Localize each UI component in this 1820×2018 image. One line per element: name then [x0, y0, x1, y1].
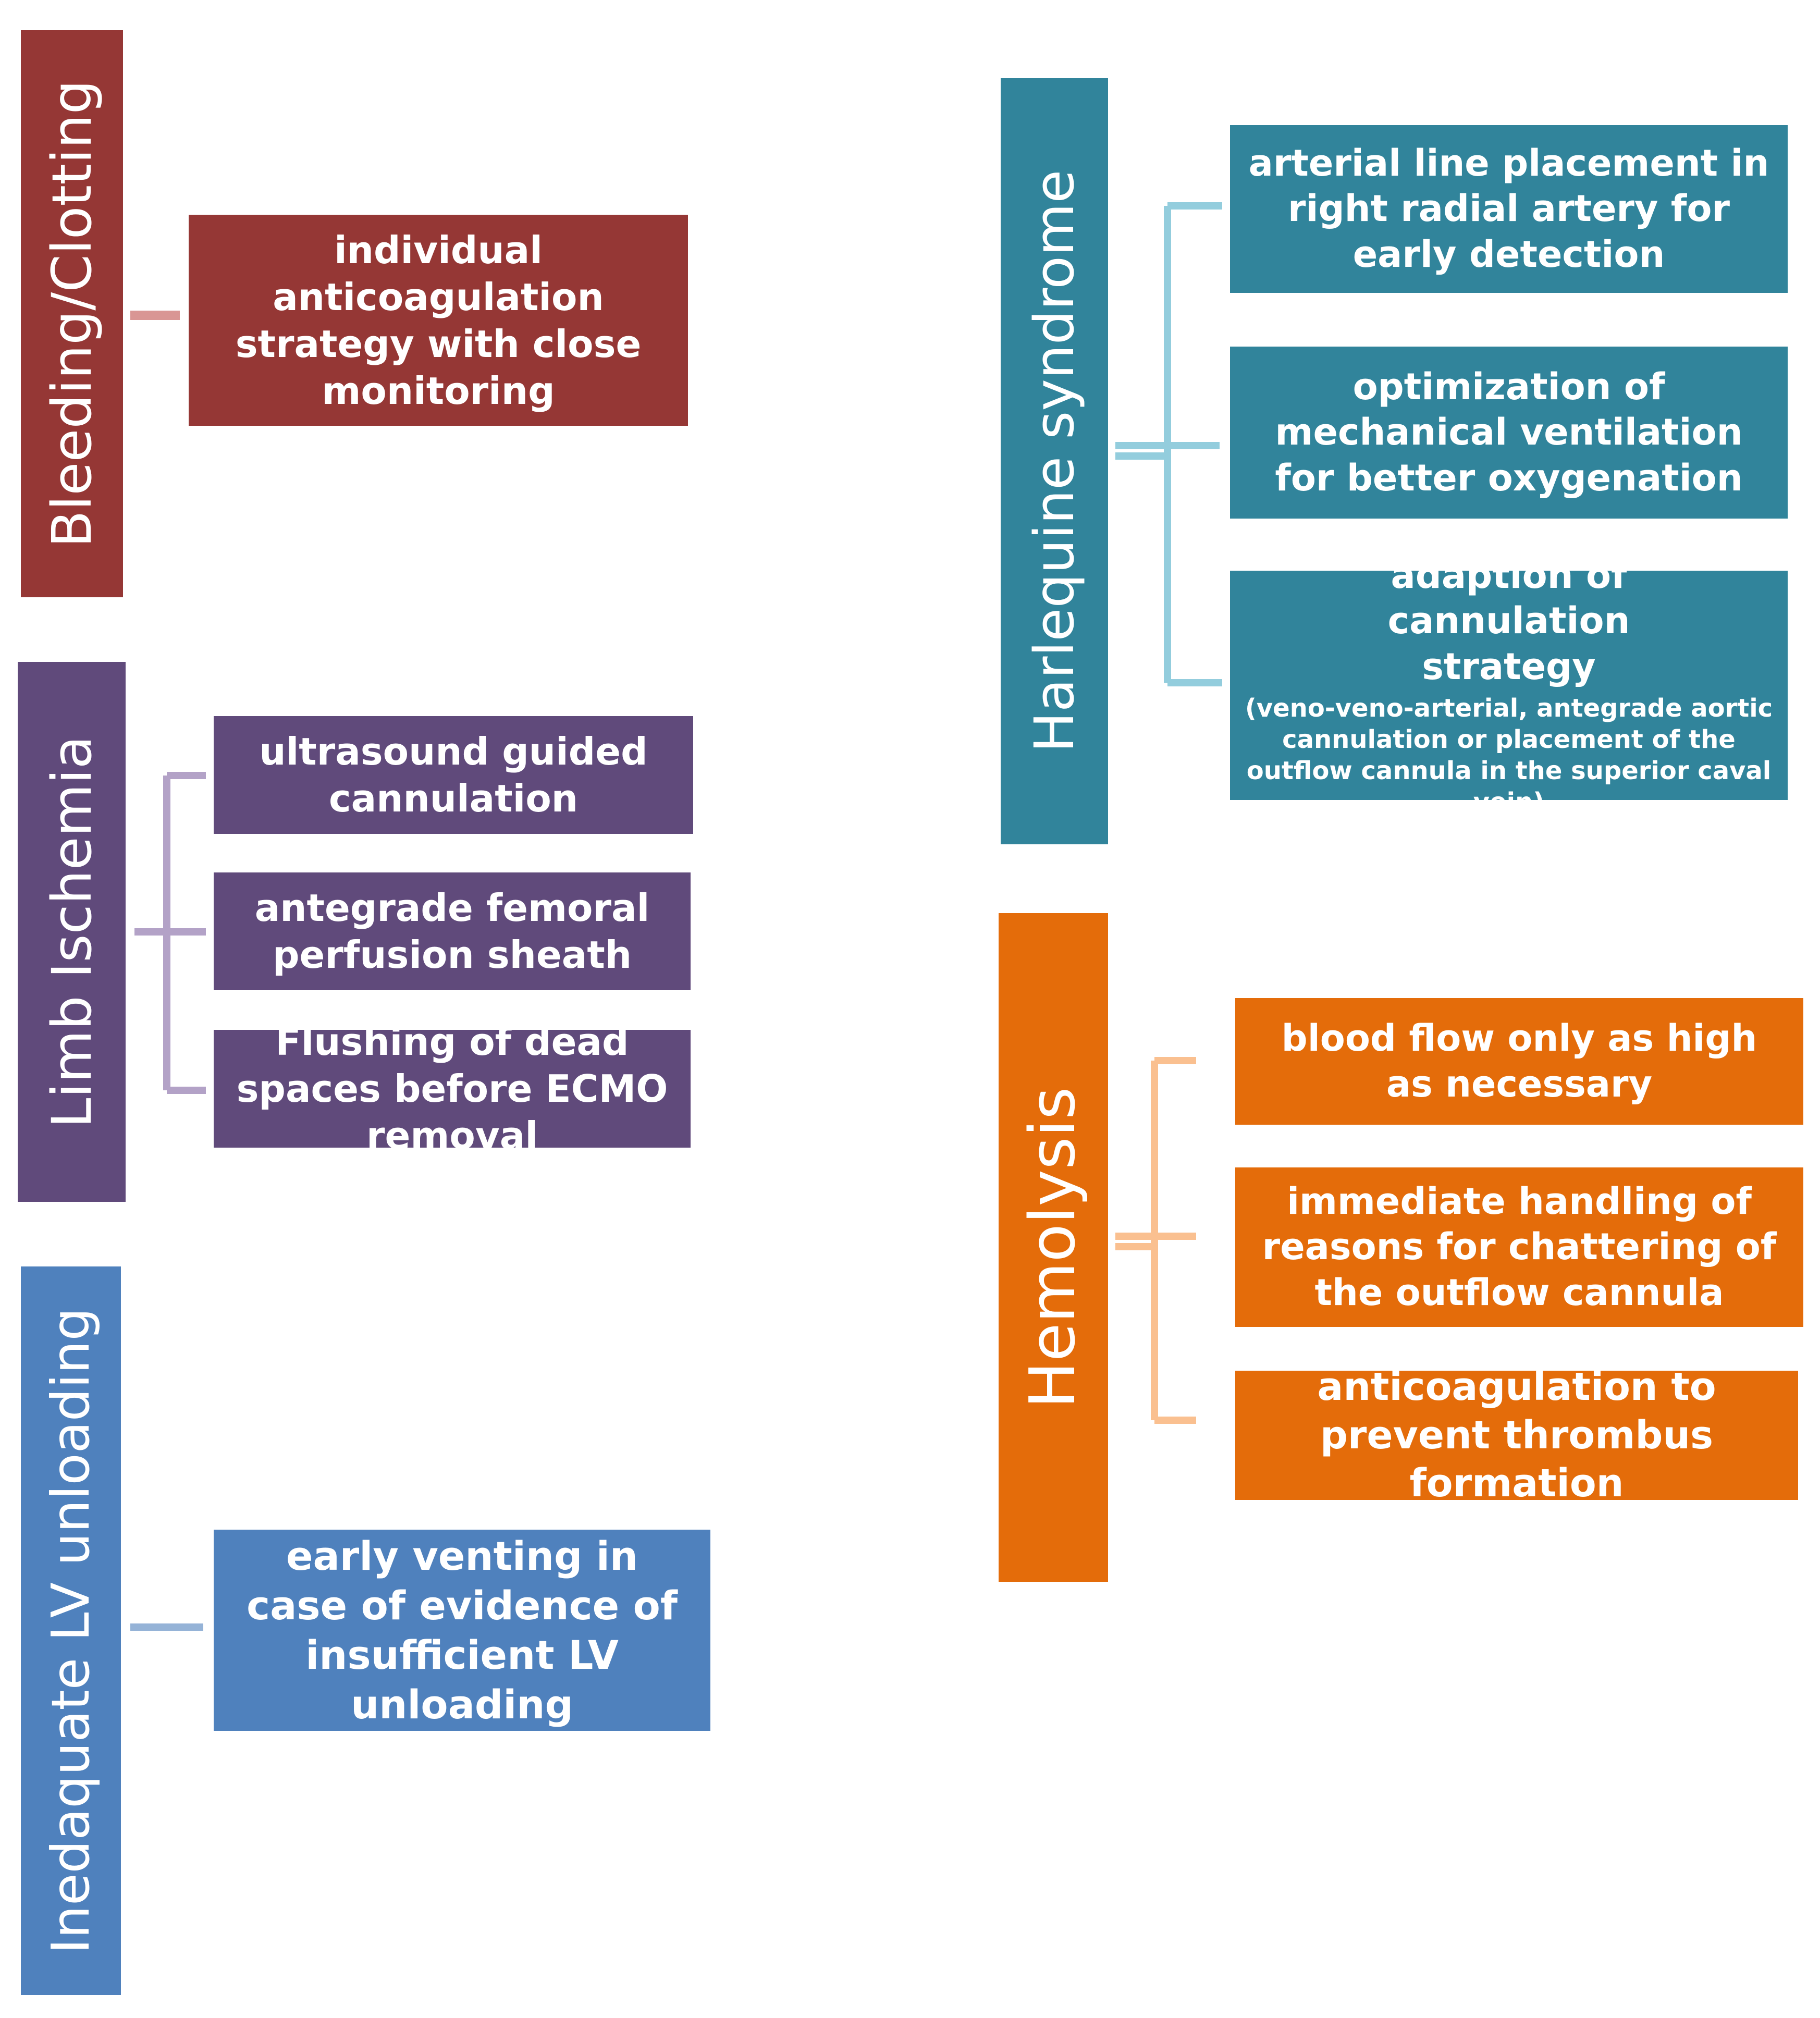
category-harlequine-syndrome: Harlequine syndrome: [1001, 78, 1108, 844]
category-bleeding-clotting-label: Bleeding/Clotting: [40, 80, 104, 548]
harlequine-item-ventilation: optimization of mechanical ventilation f…: [1230, 347, 1788, 519]
bleeding-item-anticoagulation: individual anticoagulation strategy with…: [189, 215, 688, 426]
hemolysis-connector: [1115, 1057, 1196, 1424]
category-bleeding-clotting: Bleeding/Clotting: [21, 30, 123, 597]
harlequine-connector: [1115, 202, 1222, 686]
lv-item-early-venting: early venting in case of evidence of ins…: [214, 1530, 710, 1731]
limb-connector: [134, 772, 206, 1094]
harlequine-item-cannulation-strategy: adaption of cannulation strategy (veno-v…: [1230, 571, 1788, 800]
category-hemolysis-label: Hemolysis: [1017, 1086, 1089, 1409]
hemolysis-item-anticoagulation: anticoagulation to prevent thrombus form…: [1235, 1371, 1798, 1500]
hemolysis-item-blood-flow: blood flow only as high as necessary: [1235, 998, 1803, 1125]
category-harlequine-syndrome-label: Harlequine syndrome: [1023, 169, 1086, 753]
category-lv-unloading: Inedaquate LV unloading: [21, 1266, 121, 1995]
limb-item-ultrasound: ultrasound guided cannulation: [214, 716, 693, 834]
hemolysis-item-chattering: immediate handling of reasons for chatte…: [1235, 1167, 1803, 1327]
category-hemolysis: Hemolysis: [999, 913, 1108, 1582]
harlequine-item-arterial-line: arterial line placement in right radial …: [1230, 125, 1788, 293]
limb-item-flushing: Flushing of dead spaces before ECMO remo…: [214, 1030, 691, 1148]
category-limb-ischemia: Limb Ischemia: [18, 662, 126, 1202]
category-limb-ischemia-label: Limb Ischemia: [40, 735, 104, 1128]
limb-item-perfusion-sheath: antegrade femoral perfusion sheath: [214, 872, 691, 990]
category-lv-unloading-label: Inedaquate LV unloading: [40, 1308, 101, 1954]
